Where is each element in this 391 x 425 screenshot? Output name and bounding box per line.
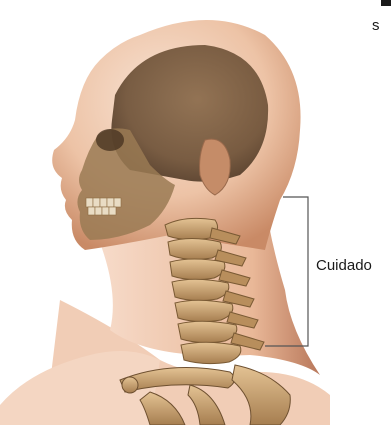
eye-socket: [96, 129, 124, 151]
callout-label: Cuidado: [316, 258, 372, 273]
teeth: [86, 198, 121, 215]
